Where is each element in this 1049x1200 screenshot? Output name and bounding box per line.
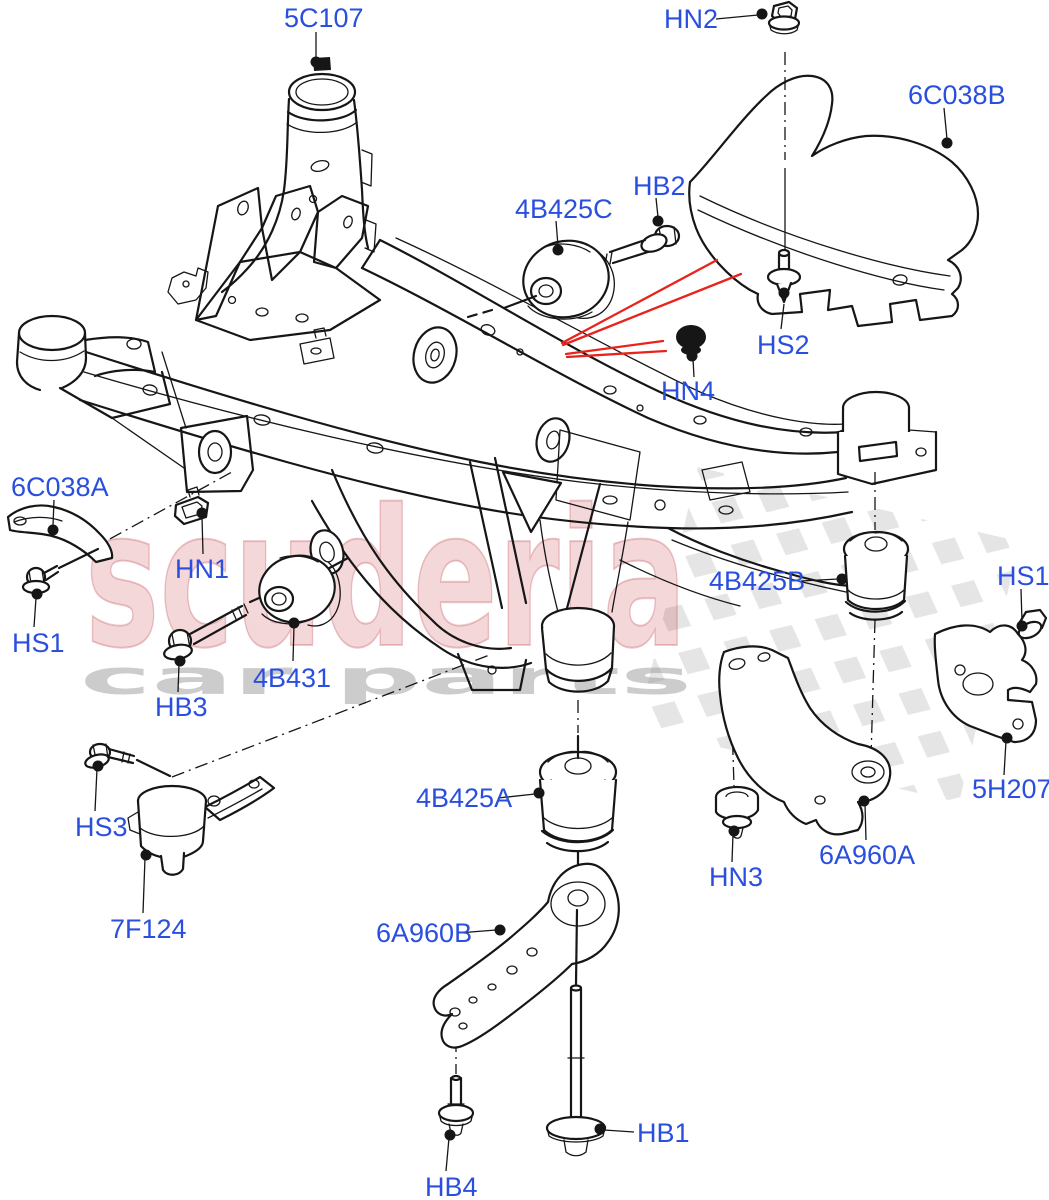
part-6a960b-arm xyxy=(432,862,620,1049)
callout-7f124: 7F124 xyxy=(110,849,187,944)
part-4b425c-bushing xyxy=(466,239,615,320)
part-4b425a-bushing xyxy=(538,734,618,886)
callout-6a960b: 6A960B xyxy=(376,918,506,948)
part-label-6a960b: 6A960B xyxy=(376,918,472,948)
callout-6a960a: 6A960A xyxy=(819,795,915,870)
callout-hn3: HN3 xyxy=(709,825,763,892)
part-label-hb2: HB2 xyxy=(633,171,686,201)
callout-hs1-right: HS1 xyxy=(997,561,1049,632)
part-hb4-bolt xyxy=(437,1074,475,1136)
part-label-5h207: 5H207 xyxy=(972,774,1049,804)
part-label-hn1: HN1 xyxy=(175,554,229,584)
part-5h207-bracket xyxy=(933,624,1038,744)
part-label-hb1: HB1 xyxy=(637,1118,690,1148)
callout-hn4: HN4 xyxy=(661,350,715,406)
callout-5c107: 5C107 xyxy=(284,3,364,68)
part-label-4b431: 4B431 xyxy=(253,663,331,693)
part-label-4b425c: 4B425C xyxy=(515,194,613,224)
assembly-axis-lines xyxy=(87,52,876,1074)
callout-hb2: HB2 xyxy=(633,171,686,227)
callout-4b425c: 4B425C xyxy=(515,194,613,256)
callout-6c038b: 6C038B xyxy=(908,80,1006,149)
callout-4b431: 4B431 xyxy=(253,617,331,693)
callout-6c038a: 6C038A xyxy=(11,472,109,536)
part-label-hn4: HN4 xyxy=(661,376,715,406)
part-4b425b-bushing xyxy=(842,530,910,621)
part-hn3-nut xyxy=(714,785,760,839)
part-6c038a-bracket xyxy=(6,504,114,564)
part-label-6a960a: 6A960A xyxy=(819,840,915,870)
part-4b431-bushing xyxy=(258,554,341,627)
part-label-hs3: HS3 xyxy=(75,812,128,842)
part-6a960a-arm xyxy=(718,645,892,836)
callout-hs2: HS2 xyxy=(757,287,810,360)
callout-hb3: HB3 xyxy=(155,655,208,722)
callout-hs1-left: HS1 xyxy=(12,588,65,658)
part-label-5c107: 5C107 xyxy=(284,3,364,33)
part-label-7f124: 7F124 xyxy=(110,914,187,944)
callout-hn1: HN1 xyxy=(175,507,229,584)
part-label-4b425b: 4B425B xyxy=(709,566,805,596)
part-hn2-nut xyxy=(767,0,801,35)
part-label-hs1-left: HS1 xyxy=(12,628,65,658)
callout-4b425a: 4B425A xyxy=(416,783,545,813)
highlight-arrows xyxy=(560,258,743,359)
part-label-6c038a: 6C038A xyxy=(11,472,109,502)
callout-hb1: HB1 xyxy=(594,1118,690,1148)
part-label-hn3: HN3 xyxy=(709,862,763,892)
part-hb1-bolt xyxy=(545,984,607,1157)
callout-hn2: HN2 xyxy=(664,4,768,34)
part-hs1-left-bolt xyxy=(21,547,100,595)
part-label-hs1-right: HS1 xyxy=(997,561,1049,591)
callout-5h207: 5H207 xyxy=(972,732,1049,804)
part-label-4b425a: 4B425A xyxy=(416,783,512,813)
part-7f124-damper xyxy=(127,775,276,876)
part-label-hb3: HB3 xyxy=(155,692,208,722)
part-label-hn2: HN2 xyxy=(664,4,718,34)
subframe-assembly xyxy=(15,57,938,693)
callout-hs3: HS3 xyxy=(75,760,128,842)
callouts: 5C107 HN2 6C038B HB2 4B425C HN4 HS2 6C0 xyxy=(11,3,1049,1200)
callout-4b425b: 4B425B xyxy=(709,566,848,596)
part-hn4-nut xyxy=(676,325,706,355)
part-label-hb4: HB4 xyxy=(425,1172,478,1200)
part-hb2-bolt xyxy=(594,224,681,268)
callout-hb4: HB4 xyxy=(425,1129,478,1200)
part-6c038b-heat-shield xyxy=(688,74,980,328)
part-label-hs2: HS2 xyxy=(757,330,810,360)
part-label-6c038b: 6C038B xyxy=(908,80,1006,110)
part-hs2-screw xyxy=(766,248,802,304)
